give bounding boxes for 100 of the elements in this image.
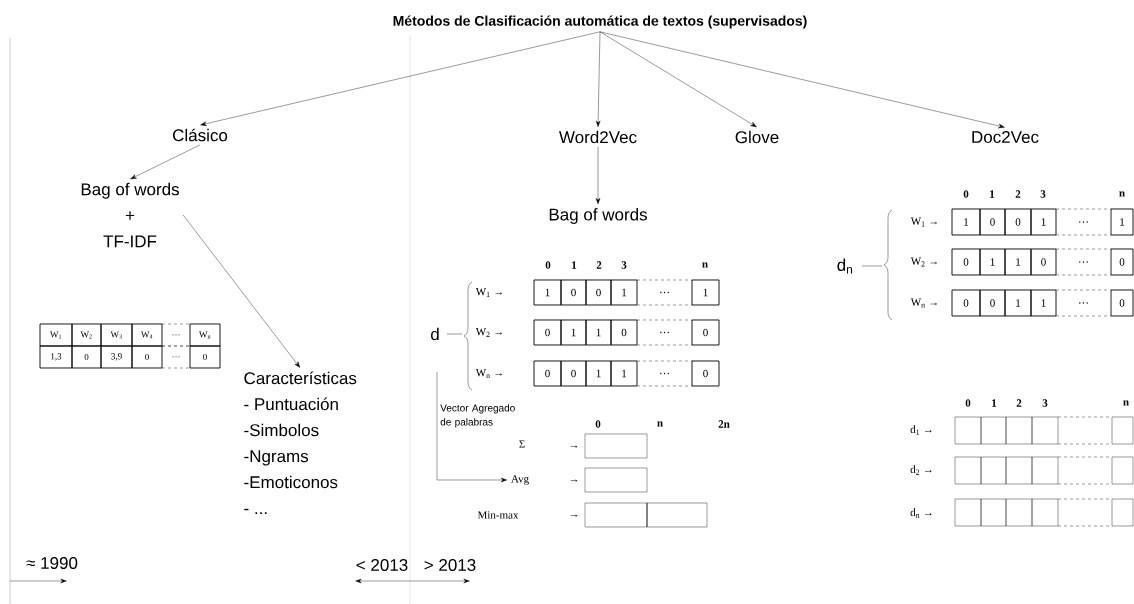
- row-label: d$_{1}$ →: [910, 425, 932, 435]
- arrow: [595, 146, 601, 205]
- row-arrow: →: [570, 514, 578, 517]
- matrix-cell: 1,3: [39, 345, 73, 369]
- ellipsis-cell: …: [1055, 289, 1112, 317]
- column-index: n: [657, 421, 663, 427]
- column-index: 2: [596, 261, 602, 269]
- arrow: [436, 371, 507, 483]
- row-label: W$_{n}$ →: [910, 298, 937, 308]
- column-index: n: [1119, 191, 1125, 197]
- matrix-cell: 0: [71, 345, 102, 369]
- row-arrow: →: [570, 479, 578, 482]
- matrix-cell: 0: [1110, 289, 1134, 317]
- matrix-cell: 1: [560, 319, 587, 346]
- column-index: 2n: [718, 420, 730, 428]
- matrix-cell: 0: [189, 345, 221, 369]
- matrix-cell: 0: [1030, 248, 1057, 276]
- matrix-cell: 0: [691, 319, 720, 346]
- matrix-cell: 1: [585, 360, 612, 387]
- column-index: n: [702, 262, 708, 268]
- column-index: 0: [545, 261, 551, 269]
- period-label: ≈ 1990: [26, 556, 78, 569]
- row-label: Min-max: [477, 511, 519, 519]
- row-label: W$_{n}$ →: [475, 369, 502, 378]
- matrix-cell: 0: [951, 289, 981, 317]
- matrix-cell: 1: [1004, 248, 1032, 276]
- matrix-cell: 3,9: [100, 345, 133, 369]
- row-label: d$_{2}$ →: [910, 465, 932, 475]
- matrix-cell: 1: [979, 248, 1006, 276]
- period-label: < 2013: [356, 558, 408, 571]
- matrix-cell: 1: [1004, 289, 1032, 317]
- matrix-cell: 1: [1030, 289, 1057, 317]
- matrix-cell: 0: [533, 360, 562, 387]
- period-label: > 2013: [424, 558, 476, 571]
- matrix-cell: W$_{2}$: [71, 323, 102, 347]
- matrix-cell: 0: [585, 279, 612, 306]
- technique-label: Bag of words + TF-IDF: [81, 182, 179, 248]
- ellipsis-cell: …: [636, 319, 693, 346]
- technique-label: Bag of words: [549, 208, 647, 224]
- ellipsis-cell: …: [636, 360, 693, 387]
- matrix-cell: 1: [691, 279, 720, 306]
- matrix-cell: W$_{4}$: [131, 323, 163, 347]
- matrix-cell: 0: [560, 360, 587, 387]
- matrix-cell: W$_{1}$: [39, 323, 73, 347]
- arrow: [595, 31, 601, 127]
- row-label: d$_{n}$ →: [910, 508, 932, 518]
- title-text: Métodos de Clasificación automática de textos (supervisados): [393, 15, 807, 29]
- column-index: n: [1123, 400, 1129, 406]
- arrow: [130, 144, 201, 180]
- matrix-cell: 0: [1004, 208, 1032, 236]
- column-index: 1: [572, 261, 577, 269]
- matrix-cell: 0: [951, 248, 981, 276]
- column-index: 3: [1040, 190, 1046, 198]
- matrix-cell: 0: [131, 345, 163, 369]
- row-label: W$_{1}$ →: [475, 288, 502, 297]
- arrow: [599, 31, 757, 128]
- arrow: [200, 31, 601, 126]
- matrix-cell: 1: [1030, 208, 1057, 236]
- row-label: Σ: [519, 440, 525, 448]
- matrix-cell: 0: [979, 208, 1006, 236]
- row-label: W$_{2}$ →: [910, 257, 937, 267]
- method-label: Doc2Vec: [972, 131, 1039, 143]
- method-label: Clásico: [173, 128, 228, 142]
- column-index: 0: [595, 420, 601, 428]
- matrix-cell: 0: [979, 289, 1006, 317]
- column-index: 0: [963, 190, 969, 198]
- ellipsis-cell: …: [1055, 248, 1112, 276]
- column-index: 2: [1015, 190, 1021, 198]
- ellipsis-cell: …: [1055, 208, 1112, 236]
- vector-symbol: d: [431, 327, 439, 341]
- matrix-cell: 0: [1110, 248, 1134, 276]
- annotation-text: Vector Agregado de palabras: [440, 404, 515, 428]
- row-label: W$_{1}$ →: [910, 217, 937, 227]
- arrow: [599, 31, 1005, 129]
- row-label: W$_{2}$ →: [475, 328, 502, 337]
- row-arrow: →: [570, 445, 578, 448]
- matrix-cell: 1: [951, 208, 981, 236]
- column-index: 0: [965, 399, 971, 407]
- column-index: 1: [992, 399, 997, 407]
- matrix-cell: 1: [1110, 208, 1134, 236]
- matrix-cell: 0: [560, 279, 587, 306]
- column-index: 1: [990, 190, 995, 198]
- matrix-cell: W$_{n}$: [189, 323, 221, 347]
- method-label: Word2Vec: [559, 130, 637, 144]
- matrix-cell: 1: [610, 279, 638, 306]
- matrix-cell: 0: [691, 360, 720, 387]
- column-index: 3: [1042, 399, 1048, 407]
- row-label: Avg: [511, 475, 529, 485]
- feature-list: Características - Puntuación -Simbolos -Ngrams -Emoticonos - ...: [244, 371, 357, 515]
- column-index: 2: [1016, 399, 1022, 407]
- method-label: Glove: [735, 130, 779, 144]
- matrix-cell: 1: [585, 319, 612, 346]
- matrix-cell: 0: [533, 319, 562, 346]
- matrix-cell: 1: [533, 279, 562, 306]
- vector-symbol: d$_{n}$: [837, 258, 852, 274]
- matrix-cell: W$_{3}$: [100, 323, 133, 347]
- arrow: [182, 214, 301, 368]
- ellipsis-cell: …: [636, 279, 693, 306]
- matrix-cell: 1: [610, 360, 638, 387]
- column-index: 3: [621, 261, 627, 269]
